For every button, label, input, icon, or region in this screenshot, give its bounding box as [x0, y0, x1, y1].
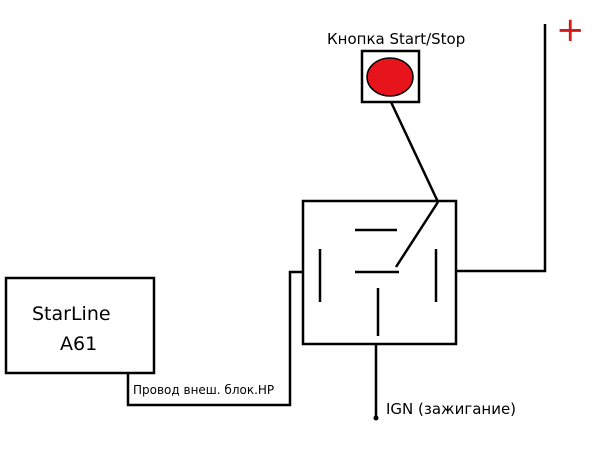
- external-block-wire: [126, 270, 303, 407]
- start-stop-button-disc: [366, 57, 414, 97]
- external-block-wire-label: Провод внеш. блок.HP: [133, 383, 274, 397]
- starline-unit-name: StarLine: [32, 303, 111, 325]
- ign-terminal: [373, 415, 379, 421]
- ign-label: IGN (зажигание): [386, 400, 516, 418]
- start-stop-button: Кнопка Start/Stop: [327, 30, 465, 104]
- starline-unit-box: [4, 276, 156, 375]
- starline-unit: StarLine A61: [4, 276, 156, 375]
- relay-housing: [301, 199, 458, 346]
- button-wire: [389, 101, 440, 203]
- plus-terminal-label: +: [556, 10, 585, 50]
- starline-unit-model: A61: [60, 333, 97, 355]
- relay-switch-arm: [394, 201, 440, 268]
- plus-supply-wire: [456, 24, 547, 273]
- relay: [301, 199, 458, 346]
- start-stop-button-label: Кнопка Start/Stop: [327, 30, 465, 48]
